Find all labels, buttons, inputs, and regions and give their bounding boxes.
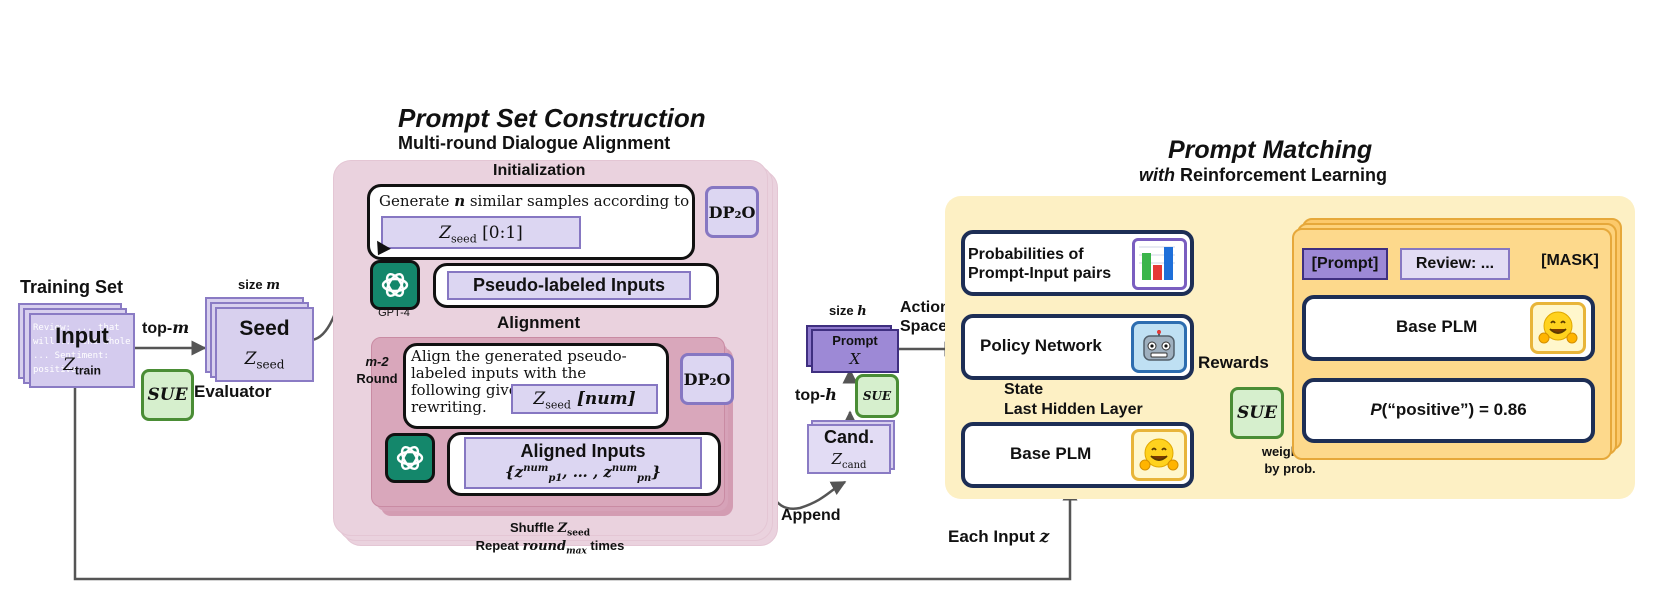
aligned-inputs-box: Aligned Inputs {znump1, … , znumpn} <box>464 437 702 489</box>
policy-network-label: Policy Network <box>980 336 1102 355</box>
input-label: Input <box>55 323 109 348</box>
mask-token: [MASK] <box>1541 252 1599 269</box>
sue-evaluator-left: SUE <box>141 369 194 421</box>
positive-probability-label: P(“positive”) = 0.86 <box>1370 400 1527 419</box>
base-plm-right-label: Base PLM <box>1396 317 1478 336</box>
alignment-label: Alignment <box>497 313 581 332</box>
gpt-logo-icon <box>370 260 420 310</box>
seed-num-box: Zseed [num] <box>511 384 658 414</box>
seed-stack-front: Seed Zseed <box>215 307 314 382</box>
seed-slice-box: Zseed [0:1] <box>381 216 581 249</box>
prompt-set-title: Prompt Set Construction <box>398 103 706 133</box>
evaluator-label: Evaluator <box>194 382 272 401</box>
bar-chart-icon <box>1132 238 1187 290</box>
hugging-face-emoji-icon-right <box>1530 302 1586 354</box>
input-background-text: Review: ... that will ... the whole ... … <box>33 323 131 375</box>
sue-evaluator-right: SUE <box>1230 387 1284 439</box>
base-plm-left-label: Base PLM <box>1010 444 1092 463</box>
size-h-label: size h <box>829 303 867 319</box>
top-m-label: top-m <box>142 318 190 337</box>
prompt-label: Prompt <box>832 333 878 348</box>
cand-label: Cand. <box>823 427 874 447</box>
pseudo-labeled-bubble: Pseudo-labeled Inputs <box>433 263 719 308</box>
repeat-label: Repeat roundmax times <box>475 538 625 557</box>
top-h-label: top-h <box>795 385 837 404</box>
training-set-label: Training Set <box>20 277 124 297</box>
hugging-face-emoji-icon <box>1131 429 1187 481</box>
seed-variable: Zseed <box>244 349 285 372</box>
dpo-badge-init: DP₂O <box>705 186 759 238</box>
aligned-inputs-label: Aligned Inputs <box>520 441 646 461</box>
review-token: Review: ... <box>1400 248 1510 280</box>
gpt-logo-icon-align <box>385 433 435 483</box>
generate-text: Generate n similar samples according to <box>379 192 690 210</box>
rewards-label: Rewards <box>1198 353 1269 372</box>
seed-label: Seed <box>239 317 290 340</box>
arrow-each-input-loop <box>73 384 1078 581</box>
prompt-variable: X <box>849 350 861 368</box>
policy-network-box: Policy Network <box>961 314 1194 380</box>
aligned-inputs-formula: {znump1, … , znumpn} <box>505 463 661 484</box>
sue-evaluator-middle: SUE <box>855 374 899 418</box>
align-bubble: Align the generated pseudo-labeled input… <box>403 343 669 429</box>
shuffle-label: Shuffle Zseed <box>510 520 590 539</box>
cand-stack-front: Cand. Zcand <box>807 424 891 474</box>
gpt4-label: GPT-4 <box>378 307 410 319</box>
aligned-inputs-bubble: Aligned Inputs {znump1, … , znumpn} <box>447 432 721 496</box>
input-stack-front: Review: ... that will ... the whole ... … <box>29 313 135 388</box>
prompt-token: [Prompt] <box>1302 248 1388 280</box>
generate-bubble: Generate n similar samples according to … <box>367 184 695 260</box>
input-variable: Ztrain <box>63 355 101 378</box>
align-text: Align the generated pseudo-labeled input… <box>411 347 627 416</box>
each-input-label: Each Input z <box>948 527 1050 547</box>
size-m-label: size m <box>238 277 280 293</box>
prompt-stack: Prompt X <box>811 329 899 373</box>
positive-probability-box: P(“positive”) = 0.86 <box>1302 378 1595 443</box>
robot-emoji-icon <box>1131 321 1187 373</box>
append-label: Append <box>781 507 841 524</box>
prompt-matching-subtitle: with Reinforcement Learning <box>1139 165 1388 185</box>
base-plm-right-box: Base PLM <box>1302 295 1595 361</box>
cand-variable: Zcand <box>831 450 867 471</box>
initialization-label: Initialization <box>493 162 586 179</box>
prompt-matching-title: Prompt Matching <box>1168 136 1373 164</box>
dpo-badge-align: DP₂O <box>680 353 734 405</box>
prompt-set-subtitle: Multi-round Dialogue Alignment <box>398 133 671 153</box>
base-plm-left-box: Base PLM <box>961 422 1194 488</box>
pseudo-labeled-inputs: Pseudo-labeled Inputs <box>447 271 691 300</box>
